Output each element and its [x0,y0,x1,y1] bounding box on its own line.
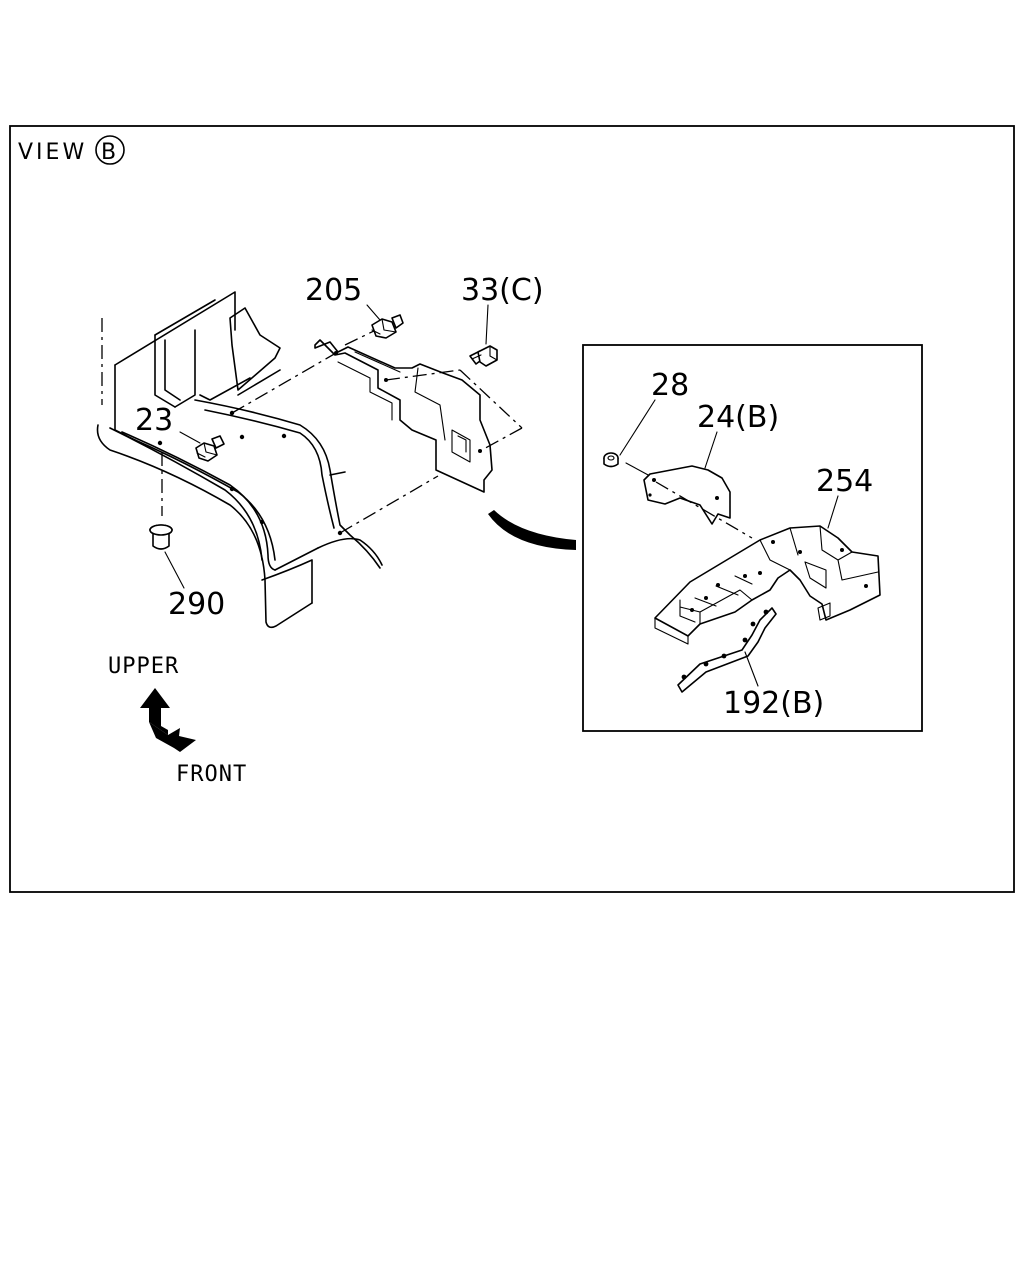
upper-arrow-icon [140,688,170,735]
splash-shield-bracket [314,339,493,493]
clip-23 [195,435,225,462]
vehicle-body-section [96,291,383,629]
callout-290: 290 [168,587,225,622]
front-label: FRONT [176,762,247,787]
front-arrow-icon [149,722,196,752]
bolt-33c [469,345,498,367]
assembly-guide-lines [231,328,523,534]
clip-205 [371,314,404,339]
callout-23: 23 [135,403,173,438]
washer-28 [603,452,619,468]
callout-leaders-main [164,304,489,589]
view-title: VIEW [18,140,87,165]
bracket-24b [643,465,731,525]
rail-192b [677,607,777,693]
callout-28: 28 [651,368,689,403]
orientation-arrows [140,688,196,752]
detail-link-arrow [488,510,576,550]
callout-205: 205 [305,273,362,308]
callout-254: 254 [816,464,873,499]
liner-254 [654,525,881,645]
view-marker-circle [95,135,125,165]
callout-33c: 33(C) [461,273,544,308]
callout-24b: 24(B) [697,400,779,435]
diagram-frame [9,125,1015,893]
plug-290 [149,524,173,550]
detail-assembly [603,399,881,693]
detail-inset-frame [582,344,923,732]
callout-192b: 192(B) [723,686,824,721]
view-marker: B [101,140,116,165]
upper-label: UPPER [108,654,179,679]
